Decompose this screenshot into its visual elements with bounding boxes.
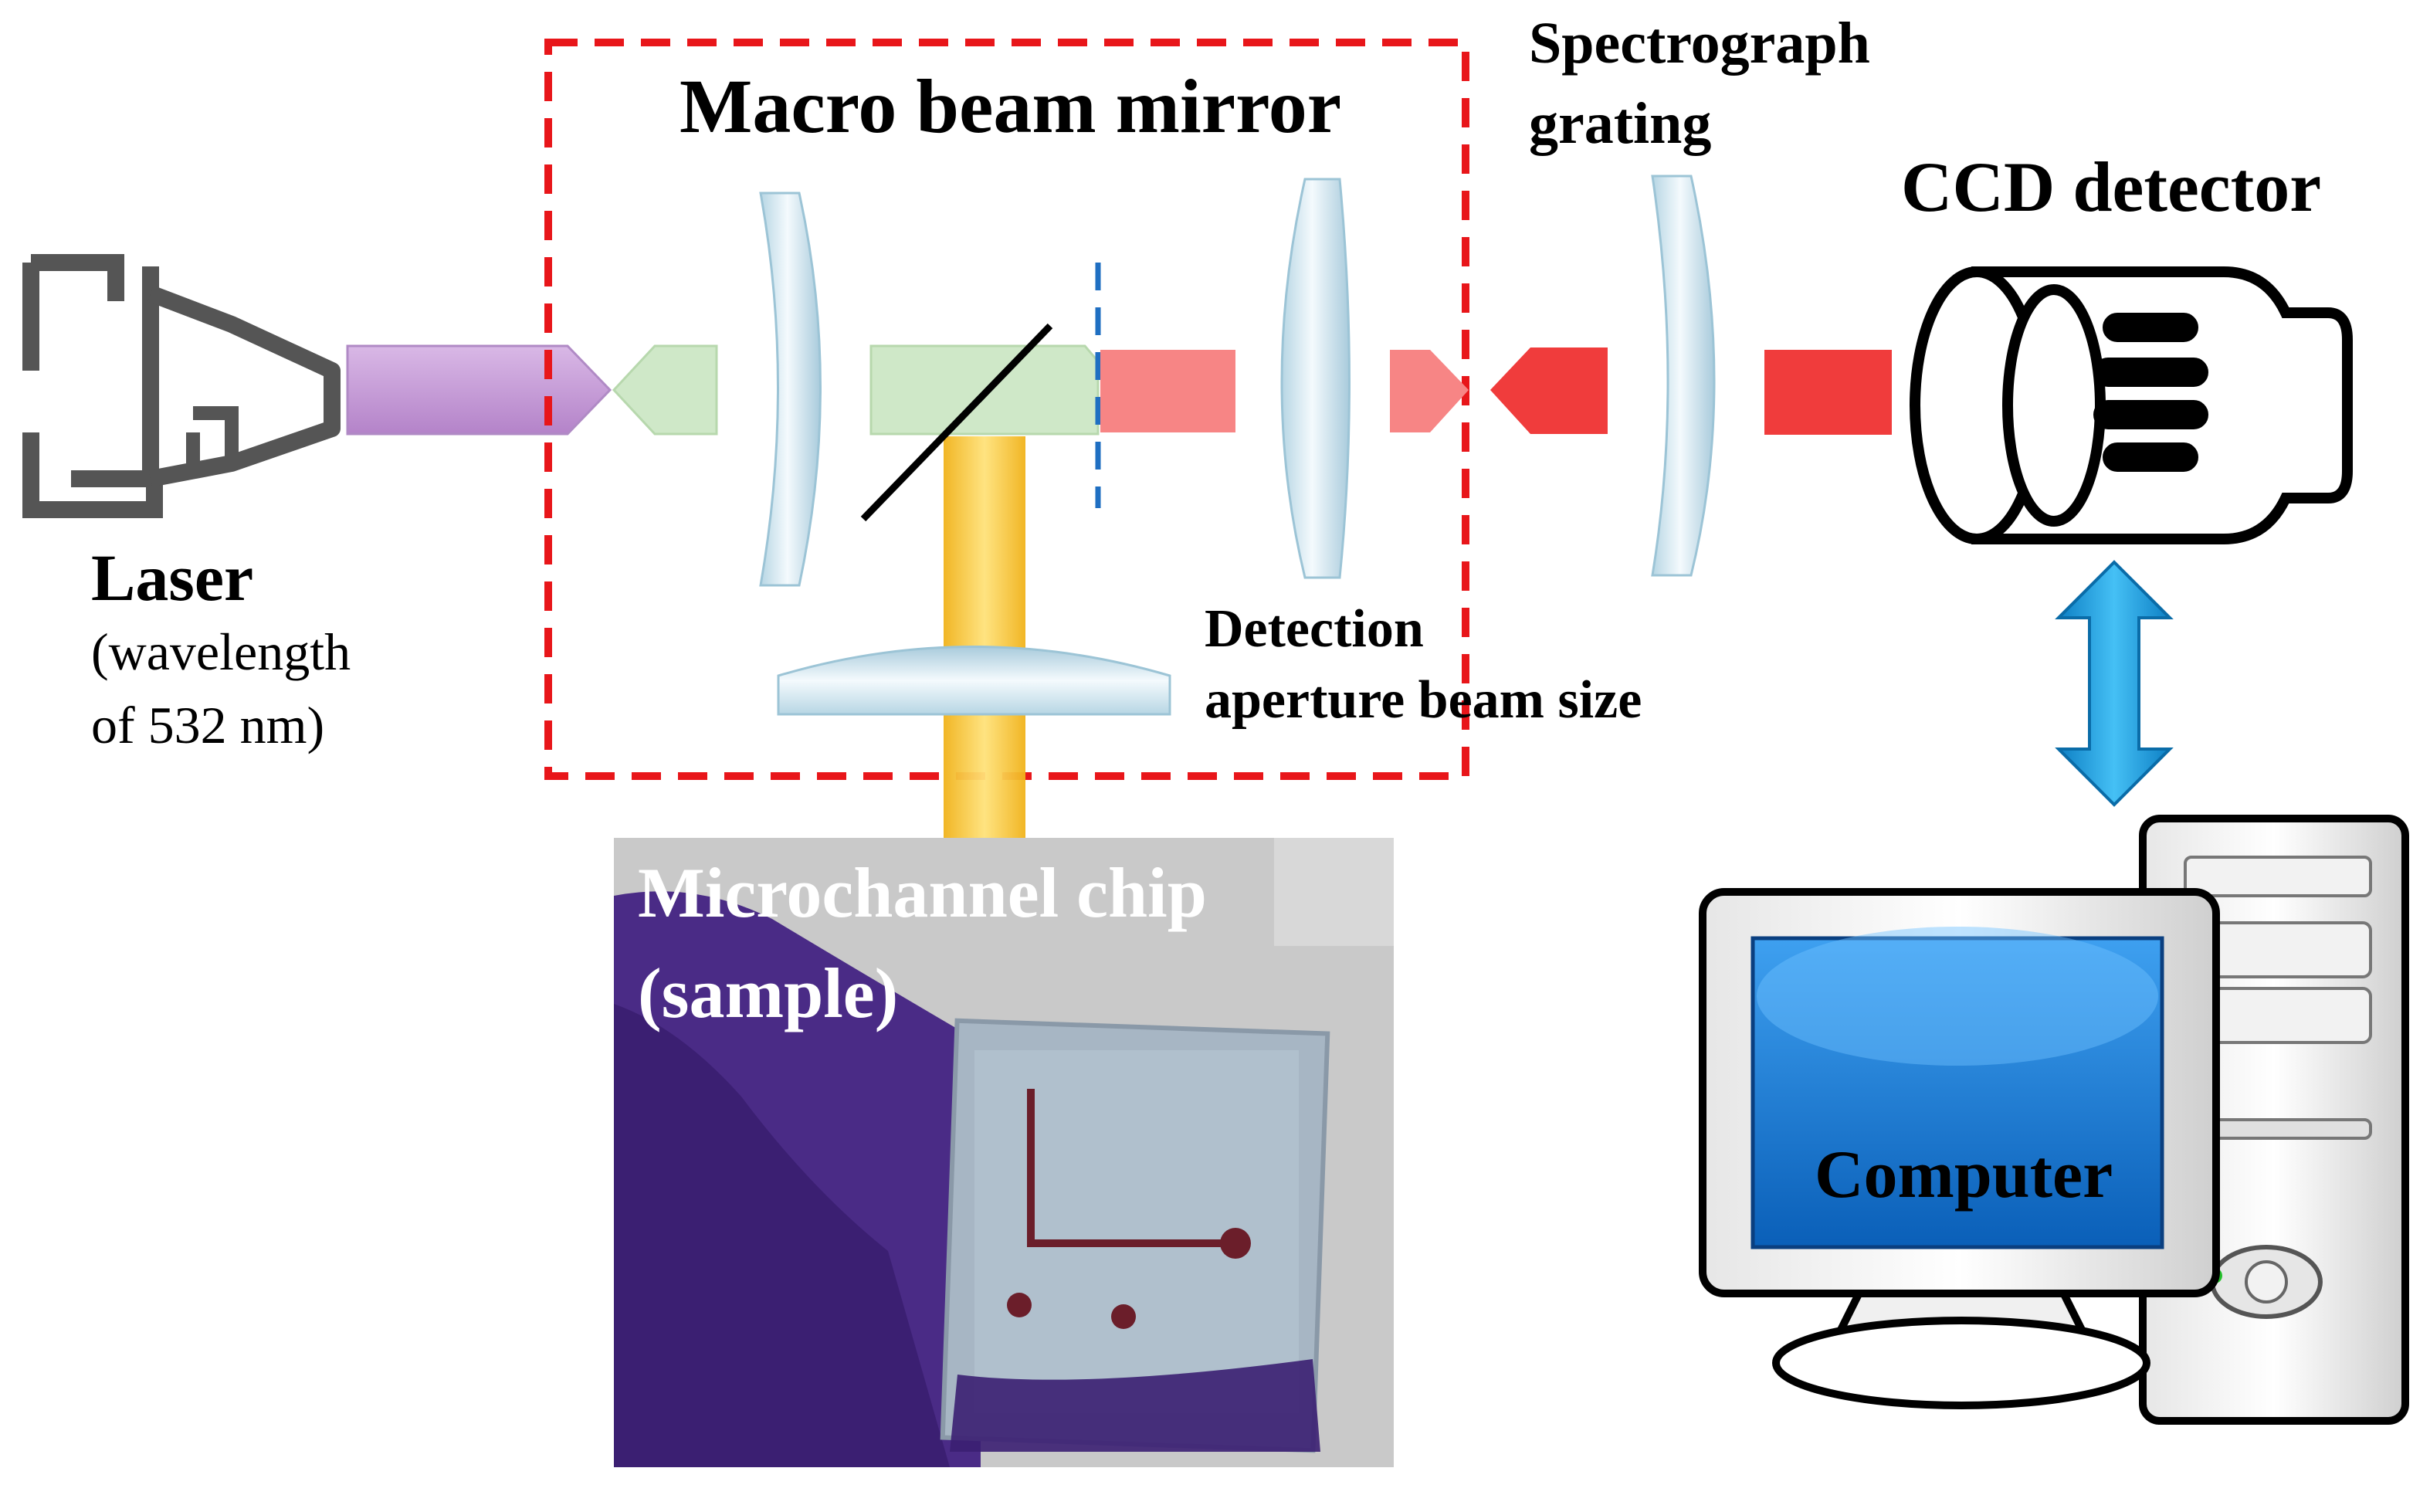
spectrograph-label: Spectrograph bbox=[1529, 11, 1870, 76]
bidirectional-arrow-icon bbox=[2055, 560, 2174, 807]
detection-label: Detection bbox=[1205, 599, 1424, 659]
computer-icon bbox=[1699, 815, 2409, 1425]
objective-lens bbox=[777, 646, 1171, 716]
microchannel-chip-label: Microchannel chip bbox=[638, 853, 1207, 932]
laser-beam bbox=[346, 344, 612, 436]
ccd-camera-icon bbox=[1910, 266, 2353, 544]
laser-wavelength-value: of 532 nm) bbox=[91, 696, 325, 754]
red-beam-3 bbox=[1490, 347, 1608, 434]
grating-lens bbox=[1651, 175, 1716, 577]
computer-label: Computer bbox=[1815, 1137, 2113, 1212]
red-beam-2 bbox=[1390, 350, 1469, 432]
ccd-detector-label: CCD detector bbox=[1901, 147, 2322, 226]
laser-label: Laser bbox=[91, 541, 254, 615]
laser-wavelength-label: (wavelength bbox=[91, 622, 351, 681]
red-beam-1 bbox=[1100, 350, 1235, 432]
lens-1 bbox=[759, 192, 822, 587]
sample-photo bbox=[614, 838, 1394, 1467]
monitor-screen bbox=[1750, 936, 2164, 1249]
lens-2 bbox=[1280, 178, 1351, 579]
beam-splitter bbox=[860, 323, 1053, 522]
red-beam-4 bbox=[1764, 350, 1892, 435]
laser-housing-icon bbox=[22, 254, 341, 518]
grating-label: grating bbox=[1529, 91, 1712, 156]
macro-beam-mirror-label: Macro beam mirror bbox=[680, 63, 1342, 149]
sample-label: (sample) bbox=[638, 954, 899, 1032]
green-beam-tip bbox=[612, 344, 718, 436]
aperture-beam-size-label: aperture beam size bbox=[1205, 670, 1642, 730]
